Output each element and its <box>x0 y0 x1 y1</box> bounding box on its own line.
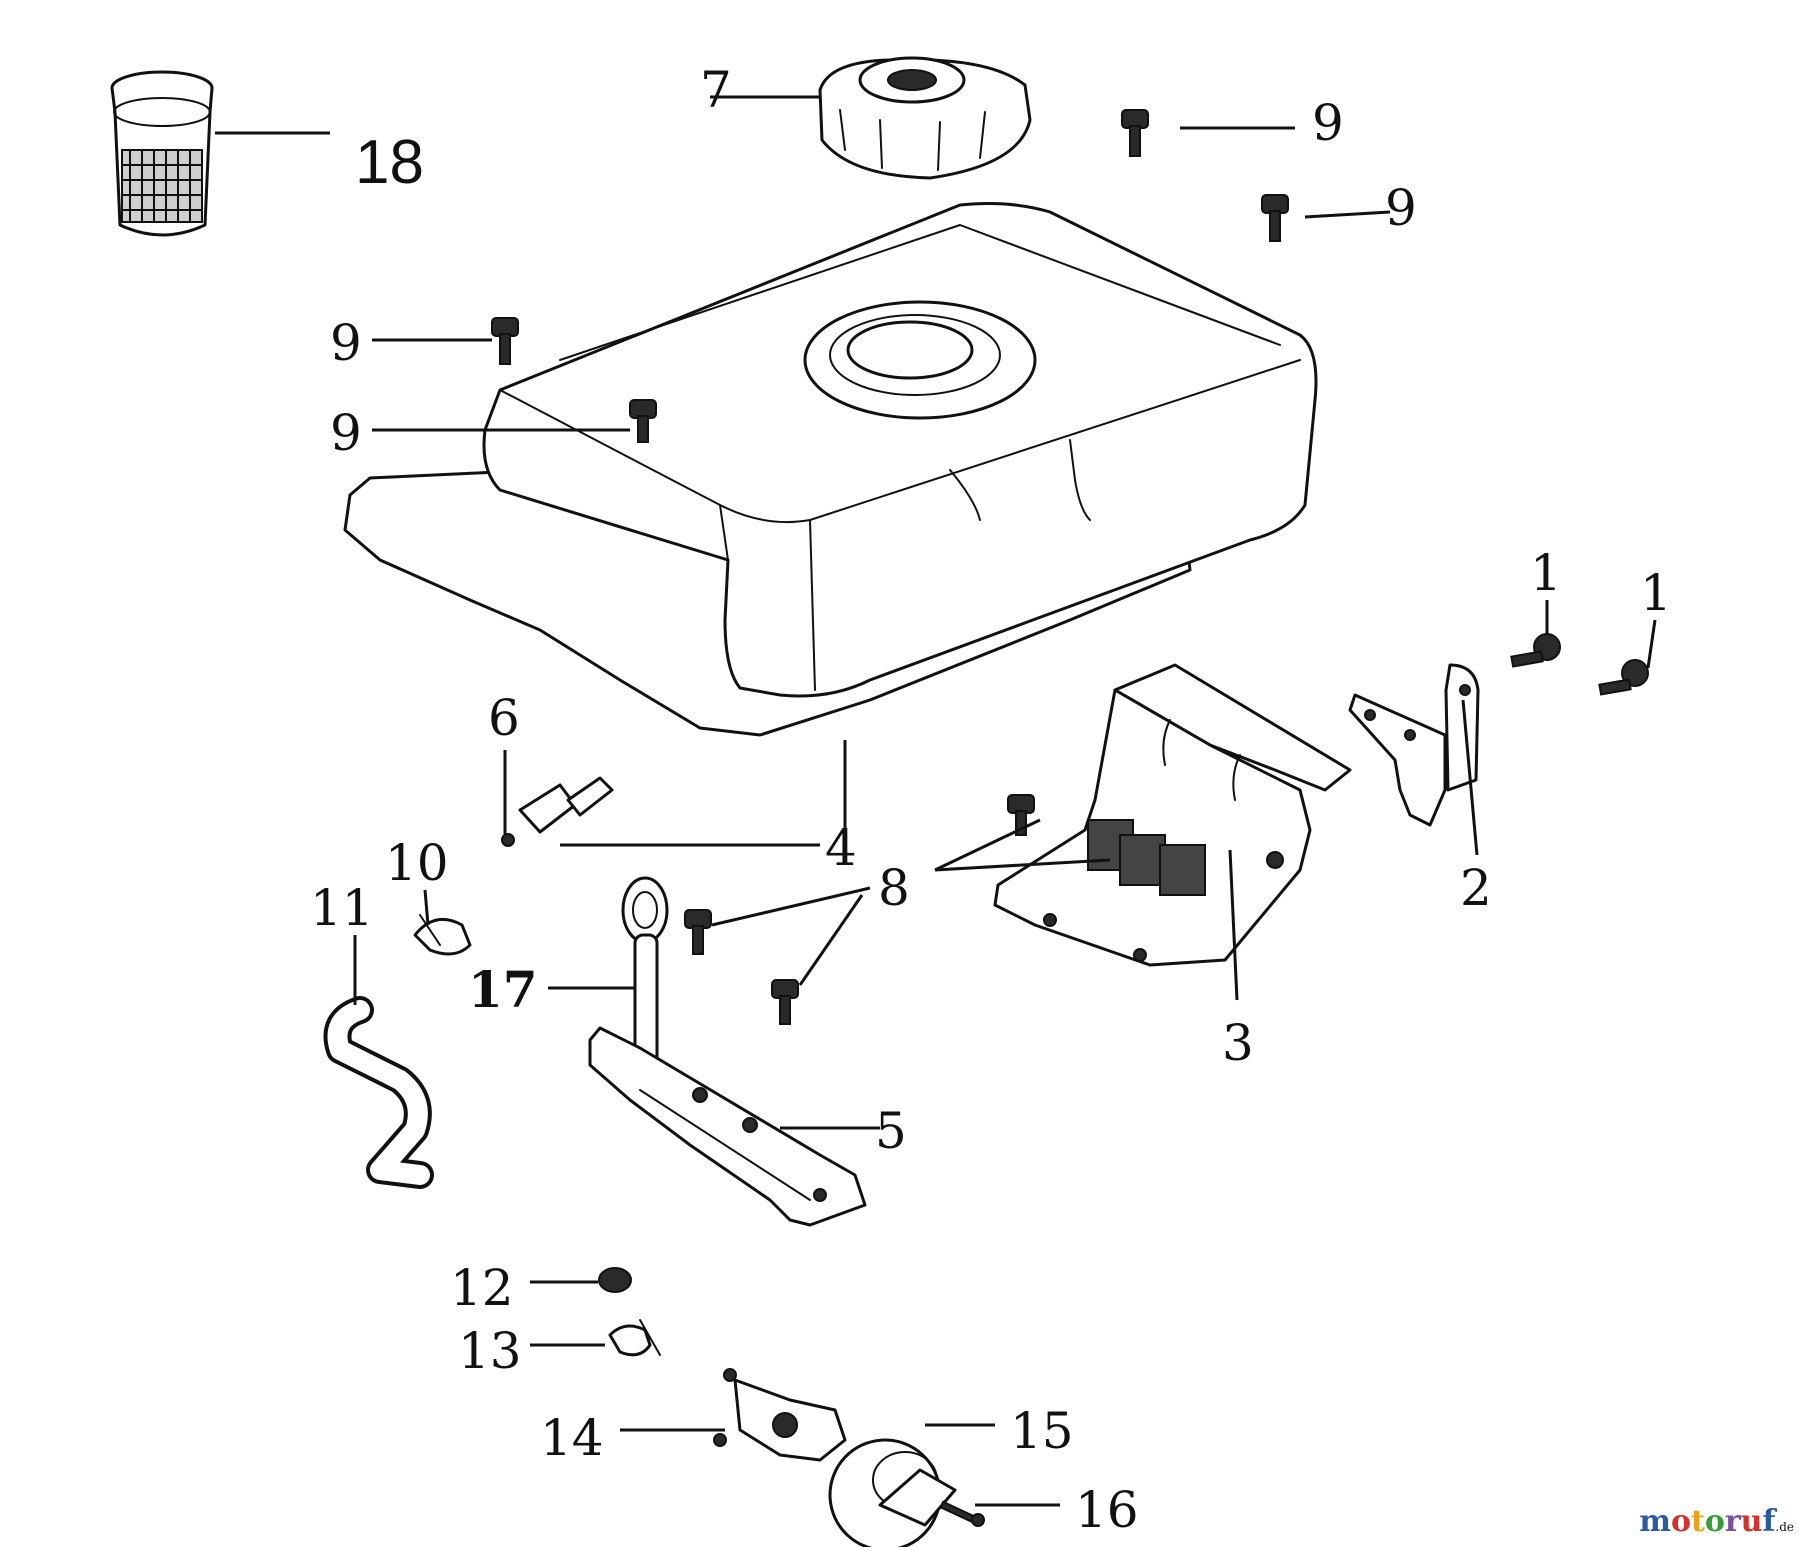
callout-8: 8 <box>878 859 910 917</box>
part-8-bolt <box>1007 794 1035 836</box>
part-2-small-bracket <box>1348 663 1480 827</box>
part-9-bolt <box>491 317 519 365</box>
callout-2: 2 <box>1460 859 1492 917</box>
watermark-letter: u <box>1740 1504 1763 1539</box>
callout-9: 9 <box>330 314 362 372</box>
part-9-bolt <box>629 399 657 443</box>
callout-9: 9 <box>1312 94 1344 152</box>
callout-3: 3 <box>1222 1014 1254 1072</box>
part-7-fuel-cap <box>818 56 1032 180</box>
part-9-bolt <box>1121 109 1149 157</box>
part-13-clip <box>608 1319 661 1357</box>
callout-9: 9 <box>330 404 362 462</box>
watermark-letter: m <box>1639 1504 1671 1539</box>
callout-17: 17 <box>468 960 538 1019</box>
callout-16: 16 <box>1075 1481 1139 1539</box>
part-11-fuel-hose <box>323 996 434 1189</box>
part-15-sediment-cup <box>828 1438 957 1547</box>
callout-14: 14 <box>540 1409 604 1467</box>
callout-4: 4 <box>825 819 857 877</box>
watermark-logo: motoruf.de <box>1639 1504 1794 1539</box>
callout-12: 12 <box>450 1259 514 1317</box>
watermark-letter: f <box>1762 1504 1776 1539</box>
callout-13: 13 <box>458 1322 522 1380</box>
callout-15: 15 <box>1010 1402 1074 1460</box>
part-12-washer <box>598 1267 632 1293</box>
watermark-letter: o <box>1704 1504 1725 1539</box>
part-16-screw <box>939 1500 985 1527</box>
watermark-letter: o <box>1670 1504 1691 1539</box>
part-3-mounting-bracket <box>993 663 1352 967</box>
part-1-screw <box>1510 633 1561 668</box>
fuel-tank <box>343 202 1318 737</box>
callout-9: 9 <box>1385 179 1417 237</box>
callout-18: 18 <box>355 128 424 197</box>
callout-1: 1 <box>1640 564 1672 622</box>
watermark-letter: r <box>1724 1504 1741 1539</box>
callout-11: 11 <box>310 879 374 937</box>
part-14-fuel-cock <box>713 1368 847 1462</box>
callout-6: 6 <box>488 689 520 747</box>
part-9-bolt <box>1261 194 1289 242</box>
part-8-bolt <box>684 909 712 955</box>
part-5-bracket-plate <box>588 1026 867 1227</box>
callout-5: 5 <box>875 1102 907 1160</box>
part-18-fuel-strainer <box>110 70 214 237</box>
callout-1: 1 <box>1530 544 1562 602</box>
watermark-letter: t <box>1690 1504 1705 1539</box>
callout-7: 7 <box>700 61 732 119</box>
part-6-fuel-valve <box>501 776 614 847</box>
watermark-suffix: .de <box>1775 1520 1794 1534</box>
callout-10: 10 <box>385 834 449 892</box>
part-1-screw <box>1598 659 1649 696</box>
part-10-hose-clamp <box>413 914 472 956</box>
part-8-bolt <box>771 979 799 1025</box>
leader-lines <box>215 95 1657 1507</box>
